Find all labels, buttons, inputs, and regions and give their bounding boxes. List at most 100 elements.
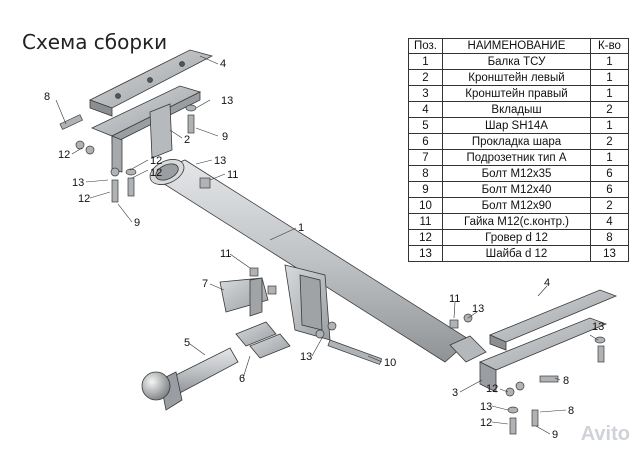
cell-qty: 13 — [590, 245, 629, 262]
callout-8-right: 8 — [563, 375, 569, 387]
callout-1: 1 — [298, 222, 304, 234]
callout-7: 7 — [202, 278, 208, 290]
tow-beam — [149, 159, 487, 363]
cell-pos: 4 — [408, 101, 443, 118]
tow-ball — [141, 347, 239, 411]
cell-name: Шайба d 12 — [442, 245, 591, 262]
leader-lines — [55, 55, 599, 435]
cell-pos: 9 — [408, 181, 443, 198]
cell-name: Кронштейн левый — [442, 69, 591, 86]
callout-11-mid: 11 — [220, 248, 231, 260]
cell-pos: 7 — [408, 149, 443, 166]
callout-13-right-b: 13 — [480, 401, 492, 413]
cell-pos: 13 — [408, 245, 443, 262]
cell-qty: 6 — [590, 165, 629, 182]
cell-name: Гайка М12(с.контр.) — [442, 213, 591, 230]
callout-11-right: 11 — [449, 293, 460, 305]
cell-qty: 1 — [590, 69, 629, 86]
cell-name: Болт М12х35 — [442, 165, 591, 182]
callout-2: 2 — [184, 134, 190, 146]
cell-name: Кронштейн правый — [442, 85, 591, 102]
callouts: 4 8 13 9 2 12 12 13 12 11 13 12 9 1 11 7… — [44, 58, 604, 441]
callout-5: 5 — [184, 337, 190, 349]
callout-8-right-b: 8 — [568, 405, 574, 417]
cell-pos: 1 — [408, 53, 443, 70]
callout-9-left-top: 9 — [222, 131, 228, 143]
header-pos: Поз. — [408, 38, 443, 54]
diagram-title: Схема сборки — [22, 30, 168, 54]
cell-pos: 12 — [408, 229, 443, 246]
cell-pos: 2 — [408, 69, 443, 86]
callout-12-left-b: 12 — [150, 155, 162, 167]
callout-13-left-mid: 13 — [72, 177, 84, 189]
callout-12-left-c: 12 — [78, 193, 90, 205]
cell-name: Вкладыш — [442, 101, 591, 118]
cell-qty: 4 — [590, 213, 629, 230]
callout-9-right: 9 — [552, 429, 558, 441]
socket-plate — [219, 277, 269, 317]
callout-10: 10 — [384, 357, 396, 369]
callout-13-right-top: 13 — [472, 303, 484, 315]
parts-table-header: Поз. НАИМЕНОВАНИЕ К-во — [408, 38, 629, 54]
cell-pos: 8 — [408, 165, 443, 182]
callout-13-right: 13 — [592, 321, 604, 333]
cell-name: Болт М12х90 — [442, 197, 591, 214]
cell-qty: 1 — [590, 85, 629, 102]
cell-pos: 3 — [408, 85, 443, 102]
callout-12-right-a: 12 — [486, 383, 498, 395]
ball-spacers — [235, 321, 291, 359]
cell-qty: 2 — [590, 101, 629, 118]
callout-12-left-d: 12 — [150, 167, 162, 179]
cell-qty: 6 — [590, 181, 629, 198]
callout-4-left: 4 — [220, 58, 226, 70]
callout-6: 6 — [239, 373, 245, 385]
watermark-logo: Avito — [580, 423, 630, 445]
bracket-right — [479, 317, 608, 393]
header-name: НАИМЕНОВАНИЕ — [442, 38, 591, 54]
bracket-left — [91, 85, 202, 173]
cell-pos: 11 — [408, 213, 443, 230]
cell-name: Болт М12х40 — [442, 181, 591, 198]
insert-right — [488, 289, 618, 351]
cell-qty: 8 — [590, 229, 629, 246]
cell-pos: 10 — [408, 197, 443, 214]
cell-pos: 5 — [408, 117, 443, 134]
header-qty: К-во — [590, 38, 629, 54]
cell-name: Гровер d 12 — [442, 229, 591, 246]
cell-qty: 1 — [590, 117, 629, 134]
cell-name: Подрозетник тип А — [442, 149, 591, 166]
cell-pos: 6 — [408, 133, 443, 150]
cell-name: Балка ТСУ — [442, 53, 591, 70]
callout-13-left-c: 13 — [214, 155, 226, 167]
callout-4-right: 4 — [544, 277, 550, 289]
callout-13-left-top: 13 — [221, 95, 233, 107]
cell-qty: 1 — [590, 149, 629, 166]
callout-9-left: 9 — [134, 217, 140, 229]
cell-qty: 1 — [590, 53, 629, 70]
callout-11-left: 11 — [227, 169, 238, 181]
cell-name: Шар SH14A — [442, 117, 591, 134]
insert-left — [88, 49, 214, 117]
callout-3: 3 — [452, 387, 458, 399]
callout-8-left: 8 — [44, 91, 50, 103]
callout-12-right-b: 12 — [480, 417, 492, 429]
callout-12-left-a: 12 — [58, 149, 70, 161]
cell-qty: 2 — [590, 133, 629, 150]
cell-qty: 2 — [590, 197, 629, 214]
cell-name: Прокладка шара — [442, 133, 591, 150]
